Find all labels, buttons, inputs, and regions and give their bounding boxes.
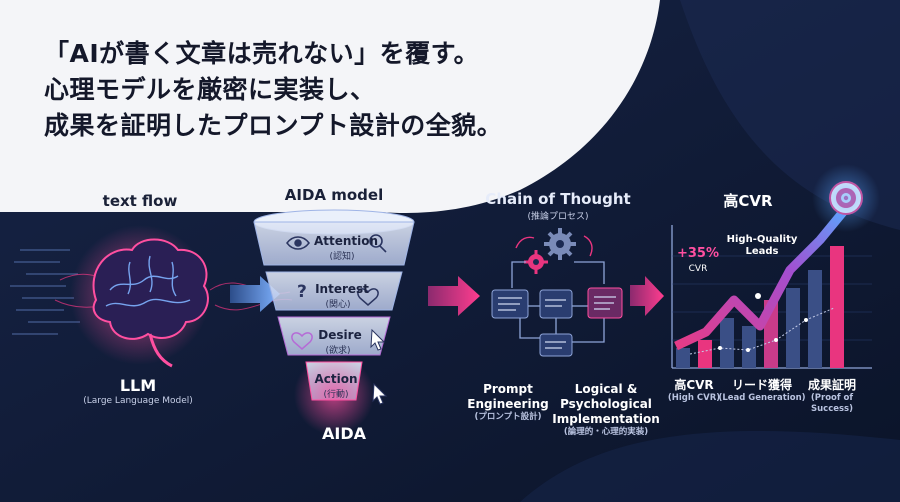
eye-icon bbox=[286, 236, 310, 250]
annotation-line-2: Leads bbox=[745, 246, 779, 257]
magnifier-icon bbox=[369, 234, 387, 253]
aida-stage-attention: Attention bbox=[313, 234, 379, 248]
cursor-icon bbox=[370, 328, 386, 351]
metric-proof-of-success-sub-2: Success) bbox=[810, 404, 854, 414]
text-flow-title: text flow bbox=[102, 192, 178, 210]
metric-proof-of-success: 成果証明 (Proof of Success) bbox=[808, 378, 856, 415]
annotation-line-1: High-Quality bbox=[726, 234, 798, 245]
llm-sublabel: (Large Language Model) bbox=[83, 396, 193, 406]
metric-lead-generation: リード獲得 (Lead Generation) bbox=[718, 378, 805, 404]
llm-label: LLM bbox=[119, 376, 157, 395]
cvr-badge-value: +35% bbox=[676, 246, 720, 261]
metric-lead-generation-sub: (Lead Generation) bbox=[718, 393, 806, 403]
cvr-chart bbox=[671, 164, 880, 369]
prompt-engineering-sub: (プロンプト設計) bbox=[474, 412, 542, 422]
implementation-sub: (論理的・心理的実装) bbox=[563, 427, 649, 437]
metric-high-cvr-title: 高CVR bbox=[674, 378, 714, 392]
heart-icon bbox=[291, 332, 313, 350]
chain-of-thought-diagram bbox=[491, 228, 623, 357]
headline-line-1: 「AIが書く文章は売れない」を覆す。 bbox=[44, 39, 480, 68]
aida-stage-desire: Desire bbox=[318, 328, 362, 342]
metric-proof-of-success-title: 成果証明 bbox=[807, 378, 857, 392]
implementation-label: Logical & Psychological Implementation (… bbox=[552, 382, 659, 438]
prompt-engineering-line-1: Prompt bbox=[483, 382, 533, 396]
prompt-engineering-line-2: Engineering bbox=[467, 397, 549, 411]
headline: 「AIが書く文章は売れない」を覆す。 心理モデルを厳密に実装し、 成果を証明した… bbox=[44, 36, 502, 144]
aida-stage-action-jp: (行動) bbox=[323, 390, 349, 400]
cot-subtitle: (推論プロセス) bbox=[527, 212, 589, 222]
cvr-badge-label: CVR bbox=[688, 264, 708, 274]
metric-proof-of-success-sub-1: (Proof of bbox=[810, 393, 854, 403]
cursor-icon bbox=[372, 382, 388, 405]
aida-stage-interest-jp: (関心) bbox=[325, 300, 351, 310]
cot-title: Chain of Thought bbox=[485, 190, 631, 208]
aida-title: AIDA model bbox=[284, 186, 384, 204]
gear-icon bbox=[524, 250, 548, 274]
aida-stage-desire-jp: (欲求) bbox=[325, 346, 351, 356]
aida-stage-interest: Interest bbox=[315, 282, 369, 296]
aida-funnel: ? bbox=[253, 209, 415, 435]
implementation-line-1: Logical & bbox=[574, 382, 638, 396]
high-quality-leads-annotation: High-Quality Leads bbox=[727, 234, 798, 258]
aida-stage-action: Action bbox=[314, 372, 358, 386]
brain-icon bbox=[70, 225, 210, 368]
aida-stage-attention-jp: (認知) bbox=[329, 252, 355, 262]
cvr-title: 高CVR bbox=[723, 192, 773, 210]
metric-high-cvr-sub: (High CVR) bbox=[667, 393, 721, 403]
headline-line-2: 心理モデルを厳密に実装し、 bbox=[44, 75, 376, 104]
aida-label: AIDA bbox=[322, 424, 366, 443]
metric-high-cvr: 高CVR (High CVR) bbox=[668, 378, 720, 404]
gear-icon bbox=[544, 228, 576, 260]
question-icon: ? bbox=[297, 282, 307, 302]
implementation-line-3: Implementation bbox=[552, 412, 660, 426]
prompt-engineering-label: Prompt Engineering (プロンプト設計) bbox=[467, 382, 548, 423]
implementation-line-2: Psychological bbox=[560, 397, 652, 411]
headline-line-3: 成果を証明したプロンプト設計の全貌。 bbox=[44, 111, 503, 140]
metric-lead-generation-title: リード獲得 bbox=[731, 378, 792, 392]
heart-icon bbox=[357, 288, 379, 306]
